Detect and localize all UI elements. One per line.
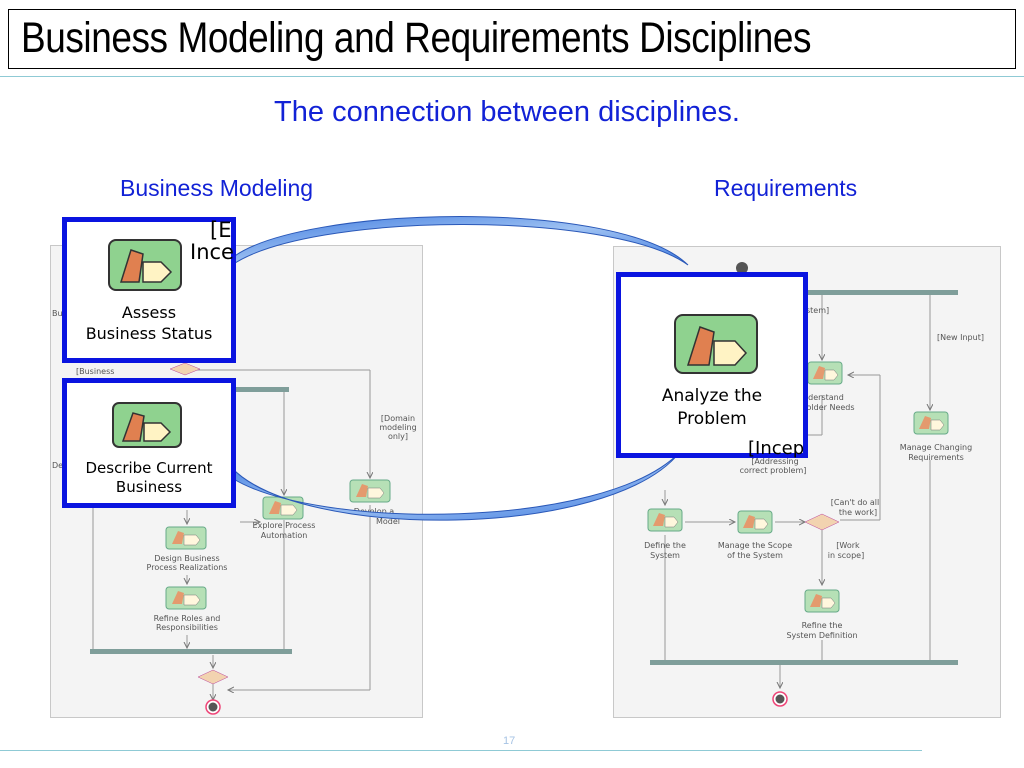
frag-ince: Ince bbox=[190, 240, 234, 264]
end-node-dot bbox=[208, 702, 218, 712]
business-modeling-heading: Business Modeling bbox=[120, 175, 314, 201]
sync-bar bbox=[650, 660, 958, 665]
end-node-dot bbox=[775, 694, 785, 704]
new-input-label: [New Input] bbox=[937, 333, 984, 342]
activity-icon bbox=[165, 526, 207, 550]
frag-incep: [Incep bbox=[748, 438, 805, 459]
activity-icon bbox=[807, 361, 843, 385]
title-rule bbox=[0, 76, 1024, 77]
decision-diamond bbox=[197, 669, 229, 685]
start-node bbox=[736, 262, 748, 274]
sync-bar bbox=[90, 649, 292, 654]
activity-icon bbox=[913, 411, 949, 435]
frag-bu: Bu bbox=[52, 309, 63, 318]
frag-stem: stem] bbox=[806, 306, 829, 315]
connector-ribbon-top bbox=[231, 216, 689, 266]
activity-icon bbox=[804, 589, 840, 613]
requirements-heading: Requirements bbox=[714, 175, 858, 201]
frag-de: De bbox=[52, 461, 63, 470]
activity-icon bbox=[737, 510, 773, 534]
guard-business: [Business bbox=[76, 367, 114, 376]
activity-icon bbox=[349, 479, 391, 503]
footer-rule bbox=[0, 750, 922, 751]
decision-diamond bbox=[804, 513, 840, 531]
page-number: 17 bbox=[503, 735, 516, 747]
assess-activity-icon bbox=[108, 239, 182, 291]
decision-diamond bbox=[169, 362, 201, 376]
activity-icon bbox=[647, 508, 683, 532]
subtitle: The connection between disciplines. bbox=[274, 96, 740, 128]
activity-icon bbox=[262, 496, 304, 520]
describe-activity-icon bbox=[112, 402, 182, 448]
page-title: Business Modeling and Requirements Disci… bbox=[21, 14, 812, 62]
frag-e: [E bbox=[210, 218, 232, 242]
title-box: Business Modeling and Requirements Disci… bbox=[8, 9, 1016, 69]
analyze-activity-icon bbox=[674, 314, 758, 374]
activity-icon bbox=[165, 586, 207, 610]
left-flow bbox=[92, 335, 370, 700]
